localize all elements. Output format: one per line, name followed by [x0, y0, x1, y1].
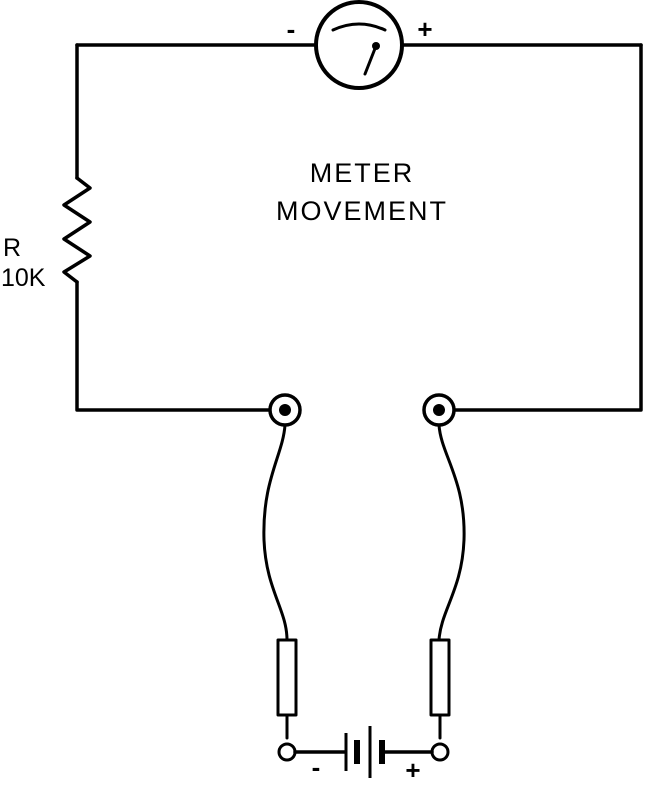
- right-probe-body: [429, 638, 451, 717]
- battery-neg-sign: -: [312, 752, 321, 782]
- meter-neg-sign: -: [287, 14, 296, 44]
- left-terminal-inner: [279, 404, 291, 416]
- resistor-value: 10K: [1, 264, 46, 292]
- meter-pos-sign: +: [417, 14, 432, 44]
- meter-pivot: [372, 42, 380, 50]
- meter-label-line2: MOVEMENT: [276, 196, 448, 226]
- right-lead-wire: [437, 423, 466, 642]
- meter-label-line1: METER: [310, 158, 415, 188]
- right-wire: [453, 43, 643, 412]
- meter-circle: [314, 0, 404, 90]
- resistor-name: R: [3, 234, 21, 262]
- meter-scale-arc: [331, 22, 387, 32]
- left-wire-lower: [75, 280, 271, 412]
- battery-pos-sign: +: [405, 755, 420, 785]
- meter-needle: [363, 44, 378, 76]
- left-probe-body: [276, 638, 298, 717]
- left-lead-wire: [262, 423, 289, 642]
- resistor: [62, 176, 92, 284]
- battery-pos-contact: [430, 742, 450, 762]
- battery-neg-contact: [277, 742, 297, 762]
- right-terminal-inner: [433, 404, 445, 416]
